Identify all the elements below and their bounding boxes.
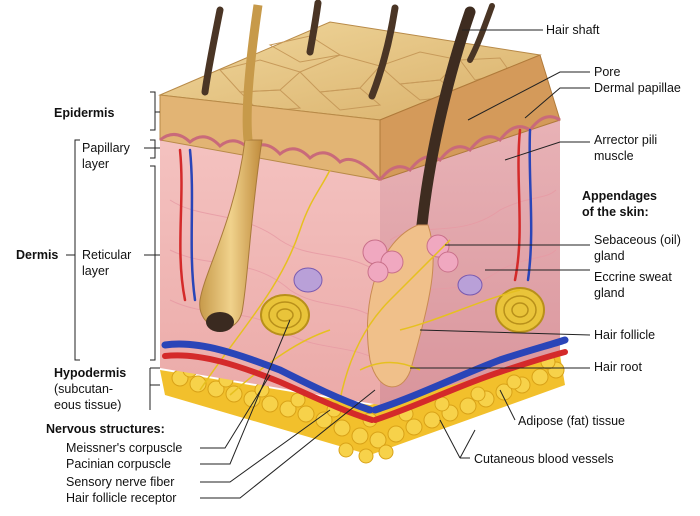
label-appendages-line2: of the skin:	[582, 205, 649, 219]
label-meissners-corpuscle: Meissner's corpuscle	[66, 441, 183, 455]
label-pore: Pore	[594, 65, 621, 79]
label-epidermis: Epidermis	[54, 106, 115, 120]
label-pacinian-corpuscle: Pacinian corpuscle	[66, 457, 171, 471]
label-dermis: Dermis	[16, 248, 59, 262]
label-arrector-pili-line2: muscle	[594, 149, 634, 163]
leader-lines-right	[410, 29, 591, 459]
label-sensory-nerve-fiber: Sensory nerve fiber	[66, 475, 175, 489]
sebaceous-gland	[362, 234, 459, 283]
pacinian-corpuscle	[260, 287, 545, 336]
label-papillary-line2: layer	[82, 157, 110, 171]
label-arrector-pili-line1: Arrector pili	[594, 133, 658, 147]
label-papillary-line1: Papillary	[82, 141, 130, 155]
label-reticular-line1: Reticular	[82, 248, 132, 262]
label-hair-root: Hair root	[594, 360, 642, 374]
dermal-papillae-wave	[159, 133, 382, 181]
label-eccrine-line2: gland	[594, 286, 625, 300]
label-cutaneous-blood-vessels: Cutaneous blood vessels	[474, 452, 614, 466]
label-eccrine-line1: Eccrine sweat	[594, 270, 672, 284]
label-appendages-line1: Appendages	[582, 189, 658, 203]
hair-shafts	[201, 0, 495, 100]
label-adipose-tissue: Adipose (fat) tissue	[518, 414, 625, 428]
label-nervous-structures: Nervous structures:	[46, 422, 165, 436]
label-hair-follicle-receptor: Hair follicle receptor	[66, 491, 177, 505]
label-hair-shaft: Hair shaft	[546, 23, 600, 37]
left-hair-follicle	[199, 4, 263, 332]
cutaneous-blood-vessels	[161, 128, 569, 423]
label-sebaceous-line1: Sebaceous (oil)	[594, 233, 681, 247]
label-reticular-line2: layer	[82, 264, 110, 278]
label-hypodermis-line2: (subcutan-	[54, 382, 114, 396]
label-dermal-papillae: Dermal papillae	[594, 81, 681, 95]
label-hypodermis-line3: eous tissue)	[54, 398, 122, 412]
label-sebaceous-line2: gland	[594, 249, 625, 263]
label-hair-follicle: Hair follicle	[594, 328, 656, 342]
dermis-left-face	[160, 140, 380, 405]
sensory-nerve-fibers	[199, 169, 521, 401]
leader-lines-left	[66, 91, 376, 499]
eccrine-sweat-gland	[293, 267, 483, 296]
label-hypodermis-line1: Hypodermis	[54, 366, 127, 380]
